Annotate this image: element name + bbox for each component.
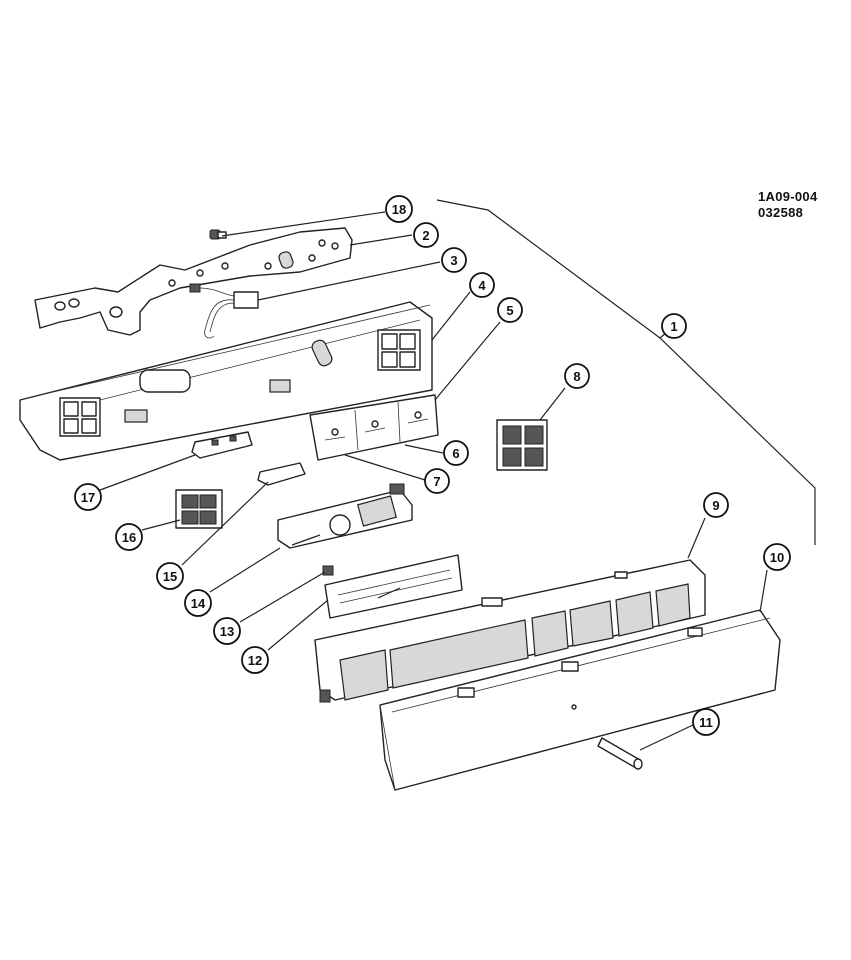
callout-10: 10 [763, 543, 791, 571]
callout-4-label: 4 [478, 278, 486, 293]
mounting-pin-part [571, 704, 643, 770]
callout-12: 12 [241, 646, 269, 674]
callout-3: 3 [441, 247, 467, 273]
gauge-cluster-part [309, 394, 439, 461]
leader-lines [99, 211, 768, 751]
callout-5: 5 [497, 297, 523, 323]
callout-14-label: 14 [191, 596, 206, 611]
reset-knob-part [322, 565, 334, 576]
callout-6-label: 6 [452, 446, 459, 461]
speedometer-face-part [324, 554, 463, 619]
callout-11: 11 [692, 708, 720, 736]
callout-17-label: 17 [81, 490, 95, 505]
speedometer-mechanism-part [277, 483, 413, 549]
callout-1: 1 [661, 313, 687, 339]
callout-9: 9 [703, 492, 729, 518]
callout-10-label: 10 [770, 550, 784, 565]
callout-11-label: 11 [699, 715, 713, 730]
callout-13: 13 [213, 617, 241, 645]
callout-1-label: 1 [670, 319, 677, 334]
callout-2: 2 [413, 222, 439, 248]
callout-4: 4 [469, 272, 495, 298]
assembly-bracket-line [436, 199, 816, 545]
printed-circuit-part [34, 227, 353, 336]
callout-8: 8 [564, 363, 590, 389]
callout-12-label: 12 [248, 653, 262, 668]
callout-5-label: 5 [506, 303, 513, 318]
callout-16: 16 [115, 523, 143, 551]
large-filter-grid-part [496, 419, 548, 471]
callout-6: 6 [443, 440, 469, 466]
small-lens-part [257, 462, 306, 486]
wiring-harness-part [189, 283, 259, 339]
instrument-housing-part [19, 301, 433, 461]
indicator-lens-part [191, 431, 253, 459]
callout-3-label: 3 [450, 253, 457, 268]
callout-15: 15 [156, 562, 184, 590]
drawing-code-line2: 032588 [758, 205, 804, 220]
callout-17: 17 [74, 483, 102, 511]
small-filter-grid-part [175, 489, 223, 529]
drawing-code-line1: 1A09-004 [758, 189, 818, 204]
bulb-socket-part [209, 229, 227, 240]
callout-8-label: 8 [573, 369, 580, 384]
cluster-bezel-part [314, 559, 706, 703]
callout-18-label: 18 [392, 202, 406, 217]
callout-16-label: 16 [122, 530, 136, 545]
callout-7: 7 [424, 468, 450, 494]
callout-13-label: 13 [220, 624, 234, 639]
callout-2-label: 2 [422, 228, 429, 243]
callout-14: 14 [184, 589, 212, 617]
callout-15-label: 15 [163, 569, 177, 584]
callout-18: 18 [385, 195, 413, 223]
callout-7-label: 7 [433, 474, 440, 489]
callout-9-label: 9 [712, 498, 719, 513]
